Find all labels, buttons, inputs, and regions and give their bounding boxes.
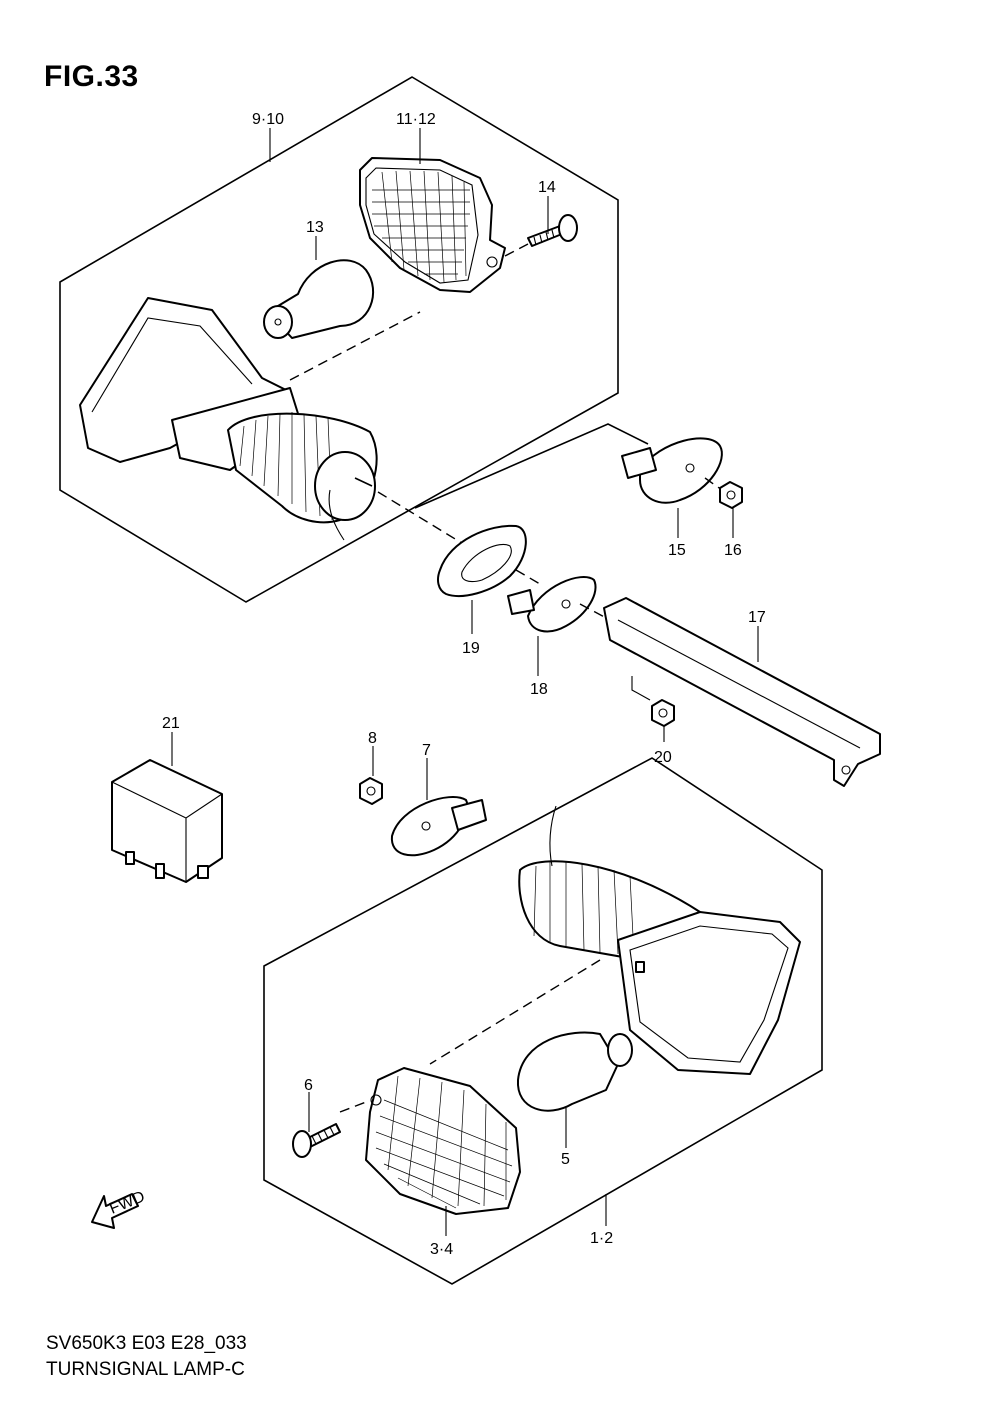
lower-housing-part[interactable] xyxy=(518,805,801,1075)
grommet-part-19[interactable] xyxy=(437,524,527,597)
callout-1-2: 1·2 xyxy=(590,1230,613,1247)
callout-8: 8 xyxy=(368,730,377,747)
callout-11-12: 11·12 xyxy=(396,111,436,128)
diagram-name: TURNSIGNAL LAMP-C xyxy=(46,1359,245,1380)
relay-part-21[interactable] xyxy=(111,759,223,883)
stay-plate-part-17[interactable] xyxy=(603,597,881,787)
callout-14: 14 xyxy=(538,179,556,196)
upper-lens-part[interactable] xyxy=(359,157,506,293)
callout-16: 16 xyxy=(724,542,742,559)
front-mount-part-18[interactable] xyxy=(507,576,597,633)
callout-6: 6 xyxy=(304,1077,313,1094)
nut-part-8[interactable] xyxy=(359,777,383,805)
callout-17: 17 xyxy=(748,609,766,626)
mount-part-7[interactable] xyxy=(390,796,487,857)
callout-19: 19 xyxy=(462,640,480,657)
lower-assembly-frame xyxy=(263,757,823,1285)
callout-3-4: 3·4 xyxy=(430,1241,453,1258)
upper-assembly-frame xyxy=(59,76,619,603)
callout-9-10: 9·10 xyxy=(252,111,284,128)
callout-21: 21 xyxy=(162,715,180,732)
bracket-group-frame xyxy=(414,423,649,509)
callout-5: 5 xyxy=(561,1151,570,1168)
upper-bulb-part[interactable] xyxy=(263,259,375,339)
model-code: SV650K3 E03 E28_033 xyxy=(46,1333,247,1354)
screw-part-14[interactable] xyxy=(527,214,578,247)
callout-7: 7 xyxy=(422,742,431,759)
figure-title: FIG.33 xyxy=(44,60,139,93)
upper-housing-part[interactable] xyxy=(79,297,378,541)
callout-15: 15 xyxy=(668,542,686,559)
lower-bulb-part[interactable] xyxy=(516,1031,633,1112)
callout-13: 13 xyxy=(306,219,324,236)
lower-lens-part[interactable] xyxy=(365,1067,521,1215)
screw-part-6[interactable] xyxy=(292,1123,341,1158)
callout-18: 18 xyxy=(530,681,548,698)
leader-lines xyxy=(171,128,759,1236)
forward-arrow-icon: FWD xyxy=(91,1188,147,1229)
callout-20: 20 xyxy=(654,749,672,766)
nut-part-20[interactable] xyxy=(651,699,675,727)
fwd-label: FWD xyxy=(107,1188,147,1217)
rear-mount-part-15[interactable] xyxy=(621,437,723,504)
nut-part-16[interactable] xyxy=(719,481,743,509)
